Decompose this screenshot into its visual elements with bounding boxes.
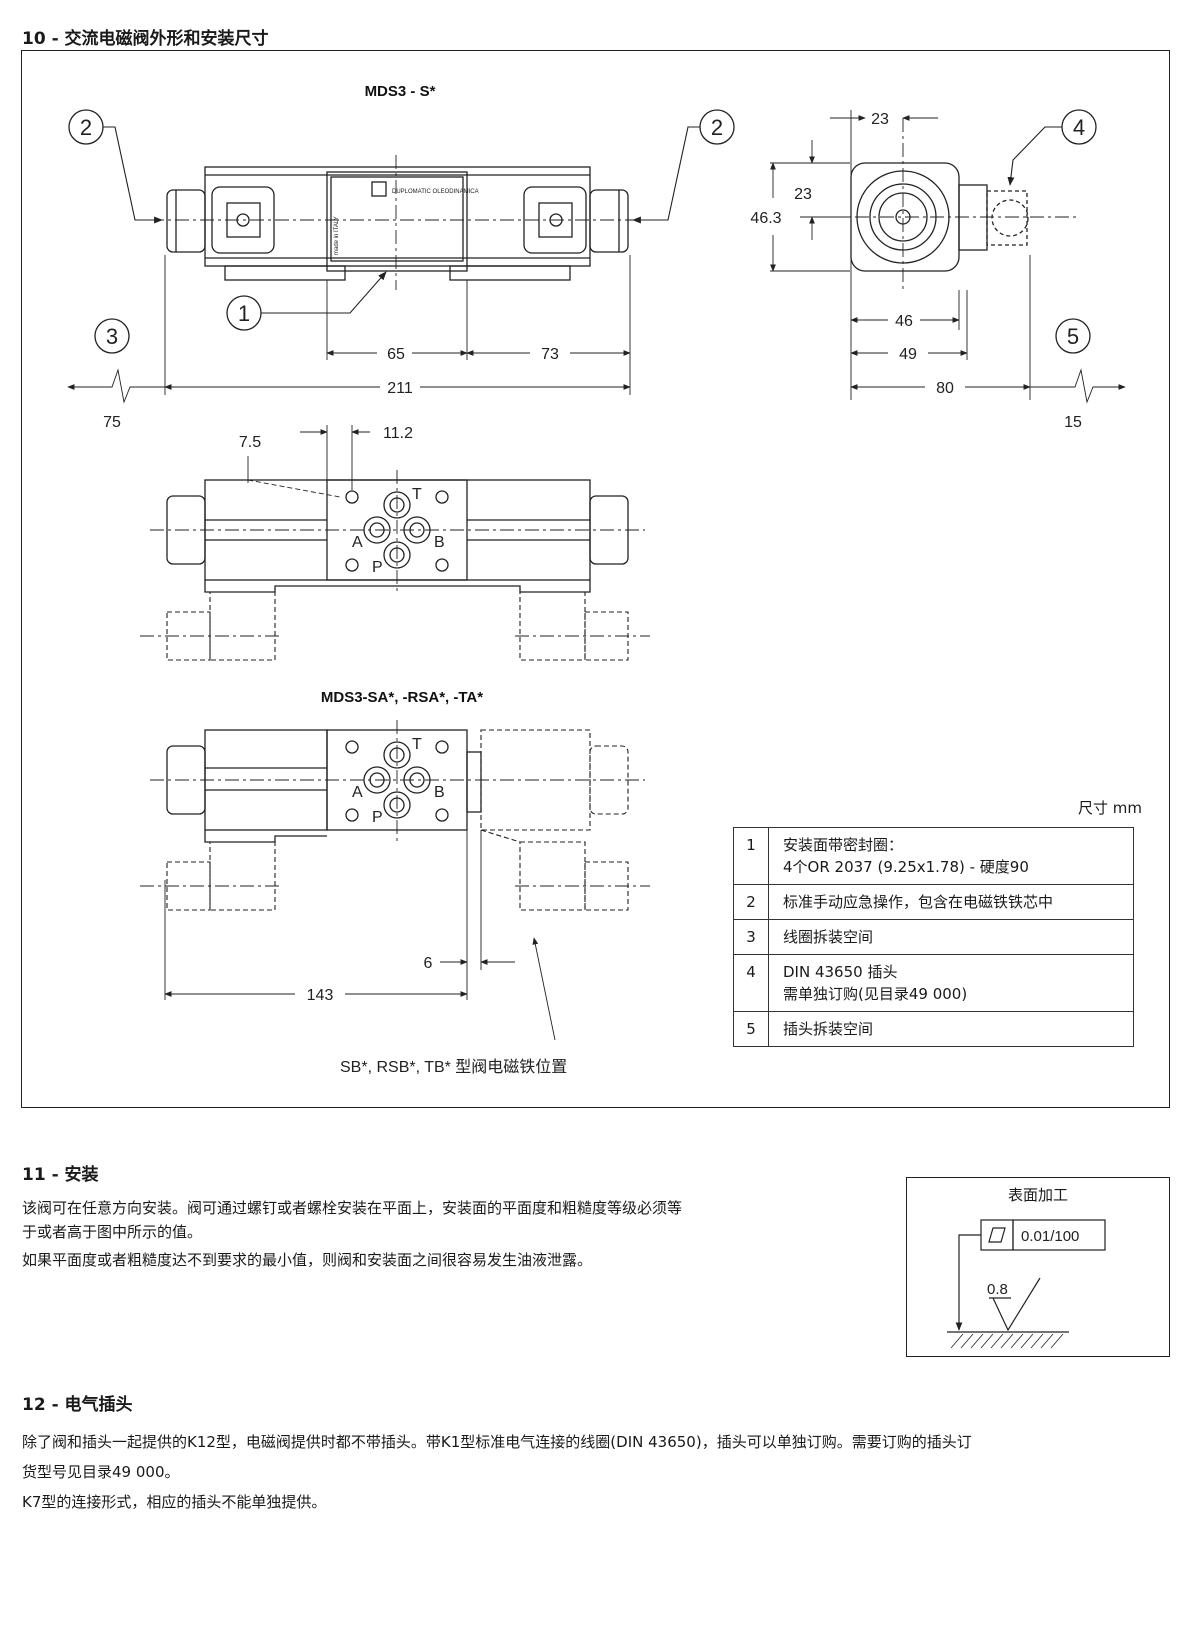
section-12-para1a: 除了阀和插头一起提供的K12型，电磁阀提供时都不带插头。带K1型标准电气连接的线… bbox=[22, 1433, 972, 1451]
dim-23-side: 23 bbox=[794, 186, 812, 203]
section-10-title: 10 - 交流电磁阀外形和安装尺寸 bbox=[22, 29, 269, 49]
units-label: 尺寸 mm bbox=[1078, 799, 1142, 817]
label-mds3-s: MDS3 - S* bbox=[365, 83, 436, 100]
surface-finish-title: 表面加工 bbox=[1007, 1186, 1068, 1204]
legend-line: 需单独订购(见目录49 000) bbox=[783, 985, 968, 1003]
callout-5: 5 bbox=[1067, 324, 1079, 349]
port-b-2: B bbox=[434, 784, 445, 801]
legend-line: 线圈拆装空间 bbox=[783, 928, 874, 946]
port-t-2: T bbox=[412, 736, 422, 753]
dim-65: 65 bbox=[387, 346, 405, 363]
dim-143: 143 bbox=[307, 987, 334, 1004]
legend-row: 3 线圈拆装空间 bbox=[733, 919, 1134, 955]
legend-num: 3 bbox=[733, 919, 769, 955]
callout-4: 4 bbox=[1073, 115, 1085, 140]
legend-desc: 标准手动应急操作，包含在电磁铁铁芯中 bbox=[768, 884, 1134, 920]
section-12-para2: K7型的连接形式，相应的插头不能单独提供。 bbox=[22, 1493, 327, 1511]
legend-table: 1 安装面带密封圈： 4个OR 2037 (9.25x1.78) - 硬度90 … bbox=[733, 827, 1134, 1047]
legend-line: DIN 43650 插头 bbox=[783, 963, 898, 981]
flatness-value: 0.01/100 bbox=[1021, 1228, 1079, 1245]
port-a-2: A bbox=[352, 784, 363, 801]
legend-num: 1 bbox=[733, 827, 769, 885]
legend-row: 5 插头拆装空间 bbox=[733, 1011, 1134, 1047]
dim-7-5: 7.5 bbox=[239, 434, 261, 451]
legend-desc: DIN 43650 插头 需单独订购(见目录49 000) bbox=[768, 954, 1134, 1012]
legend-row: 4 DIN 43650 插头 需单独订购(见目录49 000) bbox=[733, 954, 1134, 1012]
dim-6: 6 bbox=[424, 955, 433, 972]
legend-num: 4 bbox=[733, 954, 769, 1012]
legend-line: 标准手动应急操作，包含在电磁铁铁芯中 bbox=[783, 893, 1054, 911]
callout-2-right: 2 bbox=[711, 115, 723, 140]
dim-80: 80 bbox=[936, 380, 954, 397]
section-12-para1b: 货型号见目录49 000。 bbox=[22, 1463, 180, 1481]
port-p: P bbox=[372, 559, 383, 576]
legend-num: 2 bbox=[733, 884, 769, 920]
legend-row: 2 标准手动应急操作，包含在电磁铁铁芯中 bbox=[733, 884, 1134, 920]
dim-75: 75 bbox=[103, 414, 121, 431]
legend-num: 5 bbox=[733, 1011, 769, 1047]
dim-211: 211 bbox=[387, 380, 413, 397]
roughness-value: 0.8 bbox=[987, 1281, 1008, 1298]
callout-2-left: 2 bbox=[80, 115, 92, 140]
legend-row: 1 安装面带密封圈： 4个OR 2037 (9.25x1.78) - 硬度90 bbox=[733, 827, 1134, 885]
note-sb-position: SB*, RSB*, TB* 型阀电磁铁位置 bbox=[340, 1058, 567, 1076]
label-mds3-sa: MDS3-SA*, -RSA*, -TA* bbox=[321, 689, 483, 706]
dim-49: 49 bbox=[899, 346, 917, 363]
surface-finish-box: 表面加工 0.01/100 0.8 bbox=[906, 1177, 1170, 1357]
dim-46-3: 46.3 bbox=[750, 210, 781, 227]
callout-1: 1 bbox=[238, 301, 250, 326]
port-t: T bbox=[412, 486, 422, 503]
callout-3: 3 bbox=[106, 324, 118, 349]
legend-desc: 插头拆装空间 bbox=[768, 1011, 1134, 1047]
section-11-para1a: 该阀可在任意方向安装。阀可通过螺钉或者螺栓安装在平面上，安装面的平面度和粗糙度等… bbox=[22, 1199, 683, 1217]
section-11-para2: 如果平面度或者粗糙度达不到要求的最小值，则阀和安装面之间很容易发生油液泄露。 bbox=[22, 1251, 593, 1269]
dim-23-top: 23 bbox=[871, 111, 889, 128]
legend-desc: 线圈拆装空间 bbox=[768, 919, 1134, 955]
port-a: A bbox=[352, 534, 363, 551]
port-p-2: P bbox=[372, 809, 383, 826]
legend-line: 插头拆装空间 bbox=[783, 1020, 874, 1038]
legend-line: 4个OR 2037 (9.25x1.78) - 硬度90 bbox=[783, 858, 1029, 876]
surface-finish-symbol: 0.01/100 0.8 bbox=[947, 1219, 1106, 1349]
legend-line: 安装面带密封圈： bbox=[783, 836, 904, 854]
dim-73: 73 bbox=[541, 346, 559, 363]
section-12-title: 12 - 电气插头 bbox=[22, 1395, 133, 1415]
made-in-text: made in ITALY bbox=[334, 216, 340, 255]
section-11-para1b: 于或者高于图中所示的值。 bbox=[22, 1223, 203, 1241]
drawing-frame bbox=[21, 50, 1170, 1108]
legend-desc: 安装面带密封圈： 4个OR 2037 (9.25x1.78) - 硬度90 bbox=[768, 827, 1134, 885]
section-11-title: 11 - 安装 bbox=[22, 1165, 99, 1185]
dim-15: 15 bbox=[1064, 414, 1082, 431]
dim-46: 46 bbox=[895, 313, 913, 330]
logo-text: DUPLOMATIC OLEODINAMICA bbox=[392, 189, 479, 195]
port-b: B bbox=[434, 534, 445, 551]
dim-11-2: 11.2 bbox=[383, 425, 413, 442]
technical-drawing: DUPLOMATIC OLEODINAMICA made in ITALY MD… bbox=[67, 83, 1126, 1076]
